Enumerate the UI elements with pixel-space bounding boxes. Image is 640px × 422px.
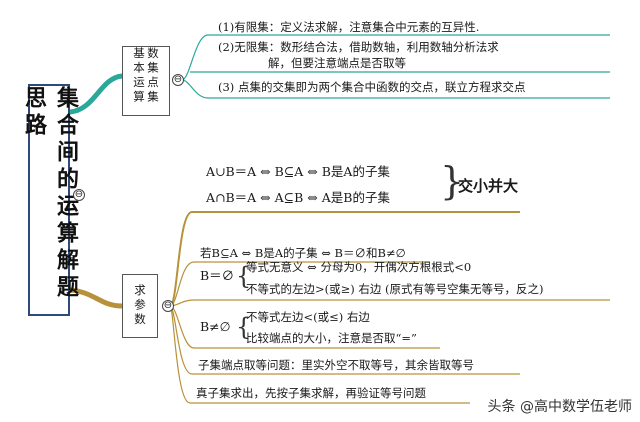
- connector-root-branch1: [67, 73, 125, 115]
- nonempty-set-brace: {: [236, 313, 252, 341]
- empty-set-item-2: 不等式的左边>(或≥) 右边 (原式有等号空集无等号，反之): [246, 282, 544, 296]
- connector-branch1-item3: [181, 79, 610, 99]
- nonempty-set-item-1: 不等式左边<(或≤) 右边: [246, 310, 370, 324]
- branch1-item-2: (2)无限集：数形结合法，借助数轴，利用数轴分析法求: [218, 40, 499, 54]
- branch2-title: 求参数: [133, 284, 147, 328]
- formula-brace: }: [440, 159, 465, 203]
- branch2-collapse-icon[interactable]: ⊖: [162, 300, 174, 312]
- proper-subset-rule: 真子集求出，先按子集求解，再验证等号问题: [196, 386, 426, 400]
- root-title: 集合间的运算解题思路: [21, 86, 78, 302]
- subset-condition: 若B⊆A ⇔ B是A的子集 ⇔ B＝∅和B≠∅: [200, 246, 406, 260]
- empty-set-label: B＝∅: [200, 268, 235, 283]
- empty-set-item-1: 等式无意义 ⇔ 分母为0，开偶次方根根式<0: [246, 260, 472, 274]
- branch1-title: 数集点集基本运算: [132, 47, 160, 105]
- endpoint-rule: 子集端点取等问题：里实外空不取等号，其余皆取等号: [198, 358, 474, 372]
- branch1-collapse-icon[interactable]: ⊖: [172, 74, 184, 86]
- connector-branch1-items: [181, 34, 610, 81]
- nonempty-set-item-2: 比较端点的大小，注意是否取“=”: [246, 331, 417, 345]
- root-node[interactable]: 集合间的运算解题思路: [21, 84, 78, 316]
- branch1-node[interactable]: 数集点集基本运算: [122, 46, 170, 116]
- formula-union: A∪B＝A ⇔ B⊆A ⇔ B是A的子集: [206, 164, 390, 179]
- watermark: 头条 @高中数学伍老师: [487, 399, 632, 415]
- branch2-node[interactable]: 求参数: [122, 274, 158, 338]
- formula-summary: 交小并大: [458, 177, 519, 195]
- branch1-item-3: (3) 点集的交集即为两个集合中函数的交点，联立方程求交点: [218, 80, 526, 94]
- connector-branch2-empty: [169, 299, 610, 307]
- connector-root-branch2: [67, 287, 125, 309]
- formula-intersection: A∩B＝A ⇔ A⊆B ⇔ A是B的子集: [206, 190, 390, 205]
- branch1-item-2-cont: 解，但要注意端点是否取等: [268, 56, 406, 70]
- branch1-item-1: (1)有限集：定义法求解，注意集合中元素的互异性.: [218, 20, 480, 34]
- nonempty-set-label: B≠∅: [200, 319, 231, 334]
- root-collapse-icon[interactable]: ⊖: [73, 189, 85, 201]
- empty-set-brace: {: [236, 262, 252, 290]
